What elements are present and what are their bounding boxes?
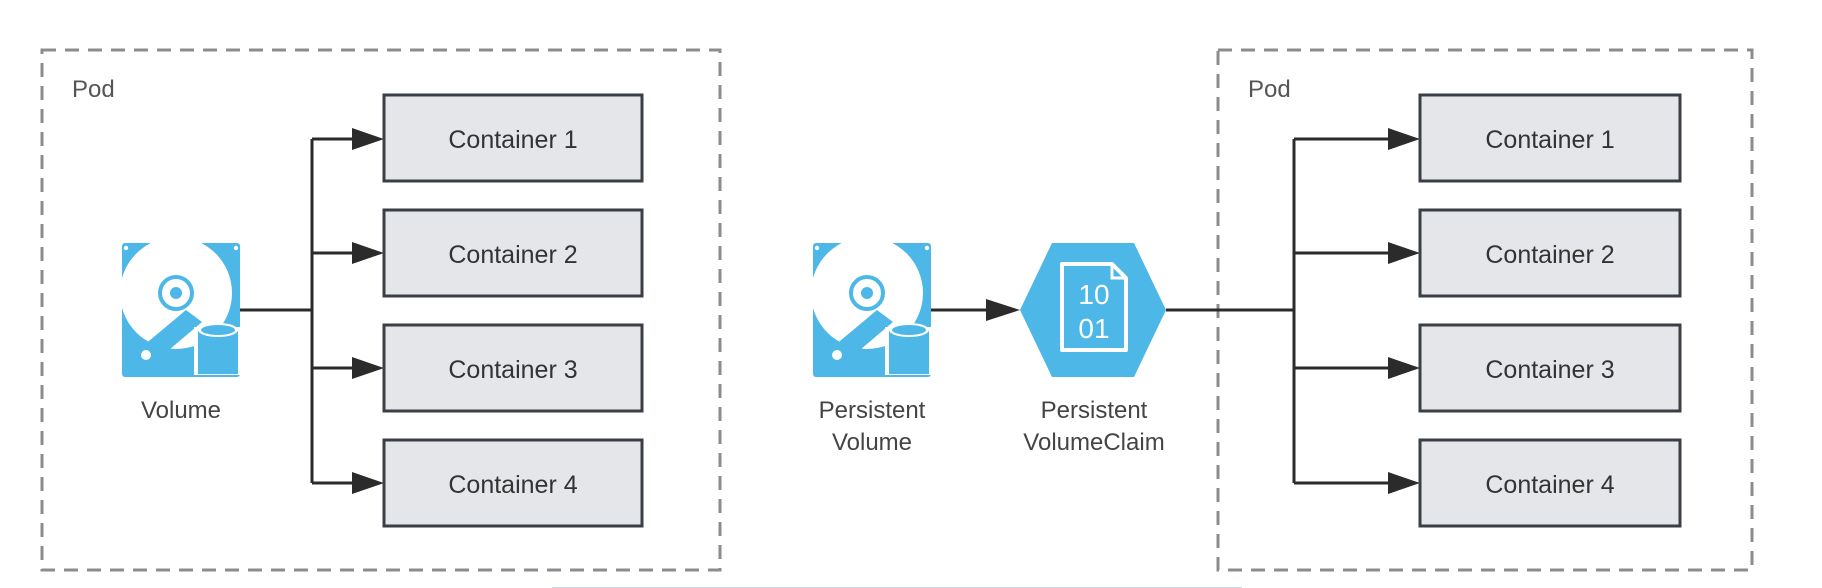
right-pod-label: Pod — [1248, 76, 1291, 103]
left-pod-connectors — [240, 128, 384, 494]
container-label: Container 1 — [448, 126, 577, 154]
pvc-glyph-line2: 01 — [1078, 313, 1109, 344]
right-container-3: Container 3 — [1418, 323, 1682, 413]
persistent-volume-hdd-icon — [813, 243, 933, 377]
volume-hdd-icon — [122, 243, 242, 377]
document-binary-icon: 10 01 — [1060, 262, 1128, 352]
container-label: Container 2 — [1485, 241, 1614, 269]
container-label: Container 4 — [448, 471, 577, 499]
left-container-3: Container 3 — [382, 323, 644, 413]
left-container-1: Container 1 — [382, 93, 644, 183]
volume-label: Volume — [141, 397, 221, 424]
pvc-label-line2: VolumeClaim — [1023, 429, 1164, 456]
right-pod-connectors — [1166, 128, 1420, 494]
persistent-volume-label-line2: Volume — [832, 429, 912, 456]
container-label: Container 1 — [1485, 126, 1614, 154]
right-container-4: Container 4 — [1418, 438, 1682, 528]
container-label: Container 2 — [448, 241, 577, 269]
persistent-volume-label-line1: Persistent — [819, 397, 926, 424]
pv-to-pvc-connector — [931, 299, 1020, 321]
container-label: Container 4 — [1485, 471, 1614, 499]
right-pod: Pod Container 1 Container 2 Container 3 — [1166, 48, 1754, 572]
left-pod-label: Pod — [72, 76, 115, 103]
container-label: Container 3 — [448, 356, 577, 384]
persistent-volume-node: Persistent Volume — [813, 243, 933, 456]
persistent-volume-claim-node: 10 01 Persistent VolumeClaim — [1020, 243, 1166, 456]
left-pod: Pod Volume — [40, 48, 722, 572]
left-container-4: Container 4 — [382, 438, 644, 528]
right-container-1: Container 1 — [1418, 93, 1682, 183]
container-label: Container 3 — [1485, 356, 1614, 384]
pvc-label-line1: Persistent — [1041, 397, 1148, 424]
pvc-hexagon-icon — [1020, 243, 1166, 377]
left-container-2: Container 2 — [382, 208, 644, 298]
pvc-glyph-line1: 10 — [1078, 279, 1109, 310]
right-container-2: Container 2 — [1418, 208, 1682, 298]
